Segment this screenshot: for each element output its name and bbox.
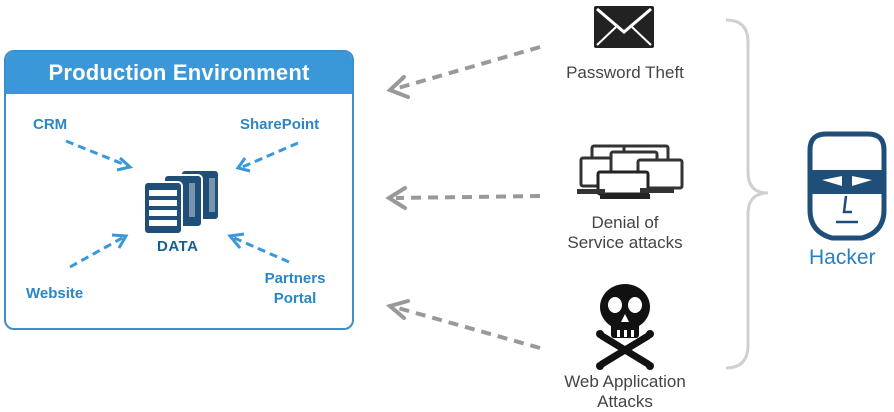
production-environment-title: Production Environment [6, 52, 352, 94]
network-computers-icon [577, 144, 684, 199]
partners-portal-line1: Partners [264, 270, 326, 287]
website-label: Website [26, 285, 84, 302]
password-theft-label: Password Theft [540, 63, 710, 83]
denial-of-service-line2: Service attacks [567, 233, 683, 252]
skull-crossbones-icon [596, 284, 654, 370]
envelope-icon [594, 6, 654, 48]
production-environment-panel: Production Environment [4, 50, 354, 330]
crm-label: CRM [33, 116, 68, 133]
web-application-attacks-line1: Web Application [564, 372, 686, 391]
denial-of-service-line1: Denial of [591, 213, 659, 232]
hacker-label: Hacker [809, 246, 876, 269]
website-to-data-arrow [69, 233, 129, 269]
grouping-brace [725, 18, 769, 370]
partners-portal-line2: Portal [273, 290, 317, 307]
denial-of-service-label: Denial of Service attacks [540, 213, 710, 253]
password-theft-line1: Password Theft [566, 63, 684, 82]
web-attacks-arrow [385, 299, 541, 350]
sharepoint-label: SharePoint [240, 116, 320, 133]
web-application-attacks-label: Web Application Attacks [530, 372, 720, 412]
hacker-mask-icon [807, 131, 887, 241]
web-application-attacks-line2: Attacks [597, 392, 653, 411]
password-theft-arrow [386, 45, 541, 99]
partners-to-data-arrow [227, 232, 290, 264]
denial-of-service-arrow [385, 186, 541, 210]
partners-portal-label: Partners Portal [250, 269, 340, 309]
sharepoint-to-data-arrow [235, 141, 299, 173]
crm-to-data-arrow [65, 139, 134, 172]
data-server-icon [143, 169, 220, 235]
data-label: DATA [157, 238, 199, 255]
